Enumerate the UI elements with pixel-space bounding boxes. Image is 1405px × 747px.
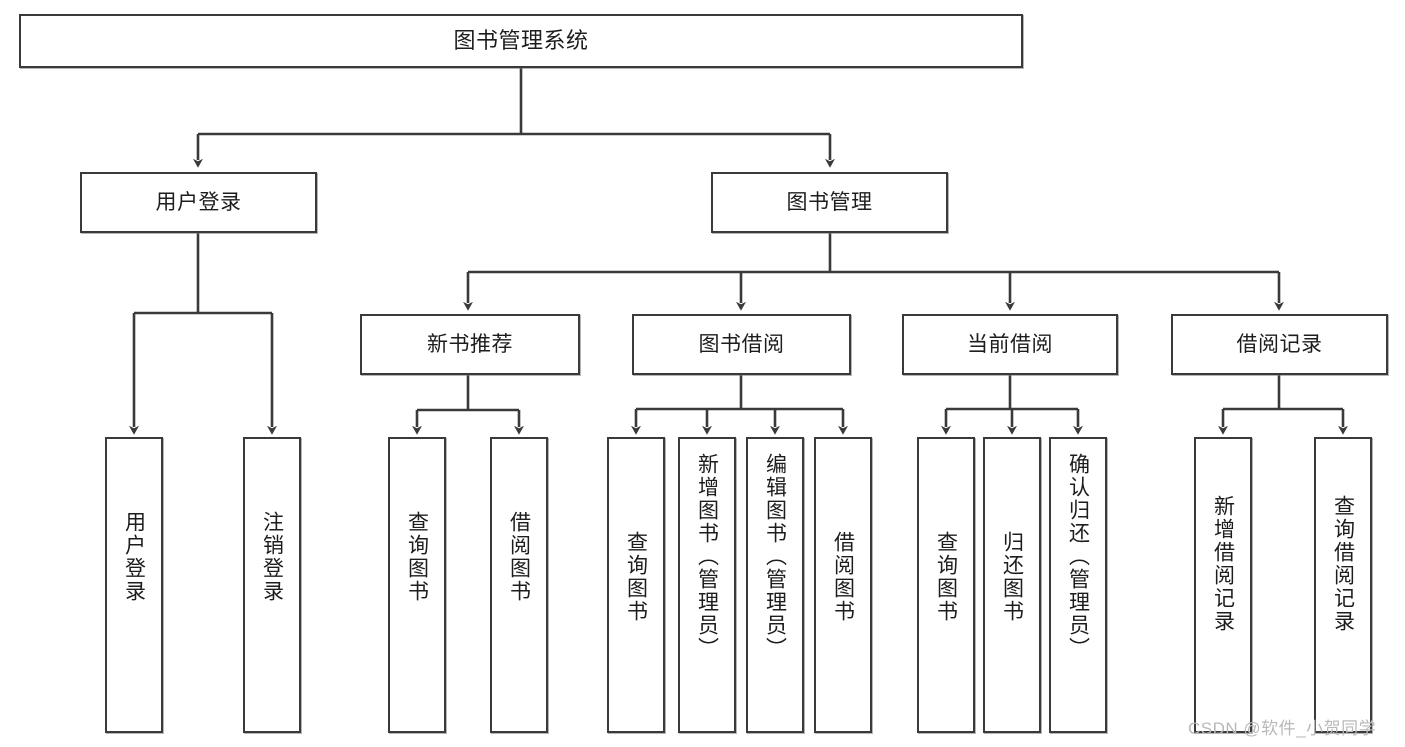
node-label: 借阅图书 xyxy=(831,531,855,623)
leaf-borrow-edit-book-admin[interactable]: 编辑图书（管理员） xyxy=(746,437,804,733)
node-label: 查询图书 xyxy=(405,511,429,603)
node-label: 图书借阅 xyxy=(698,332,785,356)
node-user-login[interactable]: 用户登录 xyxy=(80,172,317,233)
node-label: 查询图书 xyxy=(624,531,648,623)
leaf-user-logout[interactable]: 注销登录 xyxy=(243,437,301,733)
node-label: 借阅记录 xyxy=(1236,332,1323,356)
node-label: 用户登录 xyxy=(122,511,146,603)
node-root-system[interactable]: 图书管理系统 xyxy=(19,14,1023,68)
leaf-record-query-borrow-record[interactable]: 查询借阅记录 xyxy=(1314,437,1372,733)
node-book-management[interactable]: 图书管理 xyxy=(711,172,948,233)
node-label: 查询图书 xyxy=(934,531,958,623)
node-label: 新书推荐 xyxy=(427,332,513,356)
leaf-borrow-borrow-book[interactable]: 借阅图书 xyxy=(814,437,872,733)
leaf-recommend-borrow-book[interactable]: 借阅图书 xyxy=(490,437,548,733)
leaf-borrow-query-book[interactable]: 查询图书 xyxy=(607,437,665,733)
leaf-user-login[interactable]: 用户登录 xyxy=(105,437,163,733)
node-label: 查询借阅记录 xyxy=(1331,495,1355,633)
node-label: 用户登录 xyxy=(155,190,242,214)
node-label: 借阅图书 xyxy=(507,511,531,603)
node-label: 新增借阅记录 xyxy=(1211,495,1235,633)
node-label: 图书管理 xyxy=(786,190,873,214)
node-label: 新增图书（管理员） xyxy=(695,453,719,660)
node-book-borrow[interactable]: 图书借阅 xyxy=(632,314,851,375)
leaf-current-confirm-return-admin[interactable]: 确认归还（管理员） xyxy=(1049,437,1107,733)
node-label: 图书管理系统 xyxy=(453,27,589,53)
leaf-record-add-borrow-record[interactable]: 新增借阅记录 xyxy=(1194,437,1252,733)
leaf-recommend-query-book[interactable]: 查询图书 xyxy=(388,437,446,733)
node-label: 确认归还（管理员） xyxy=(1066,453,1090,660)
node-current-borrow[interactable]: 当前借阅 xyxy=(902,314,1118,375)
node-label: 注销登录 xyxy=(260,511,284,603)
node-label: 当前借阅 xyxy=(967,332,1053,356)
node-label: 编辑图书（管理员） xyxy=(763,453,787,660)
csdn-watermark: CSDN @软件_小贺同学 xyxy=(1188,719,1377,738)
leaf-borrow-add-book-admin[interactable]: 新增图书（管理员） xyxy=(678,437,736,733)
leaf-current-return-book[interactable]: 归还图书 xyxy=(983,437,1041,733)
node-label: 归还图书 xyxy=(1000,531,1024,623)
node-borrow-record[interactable]: 借阅记录 xyxy=(1171,314,1388,375)
leaf-current-query-book[interactable]: 查询图书 xyxy=(917,437,975,733)
node-new-book-recommend[interactable]: 新书推荐 xyxy=(360,314,580,375)
